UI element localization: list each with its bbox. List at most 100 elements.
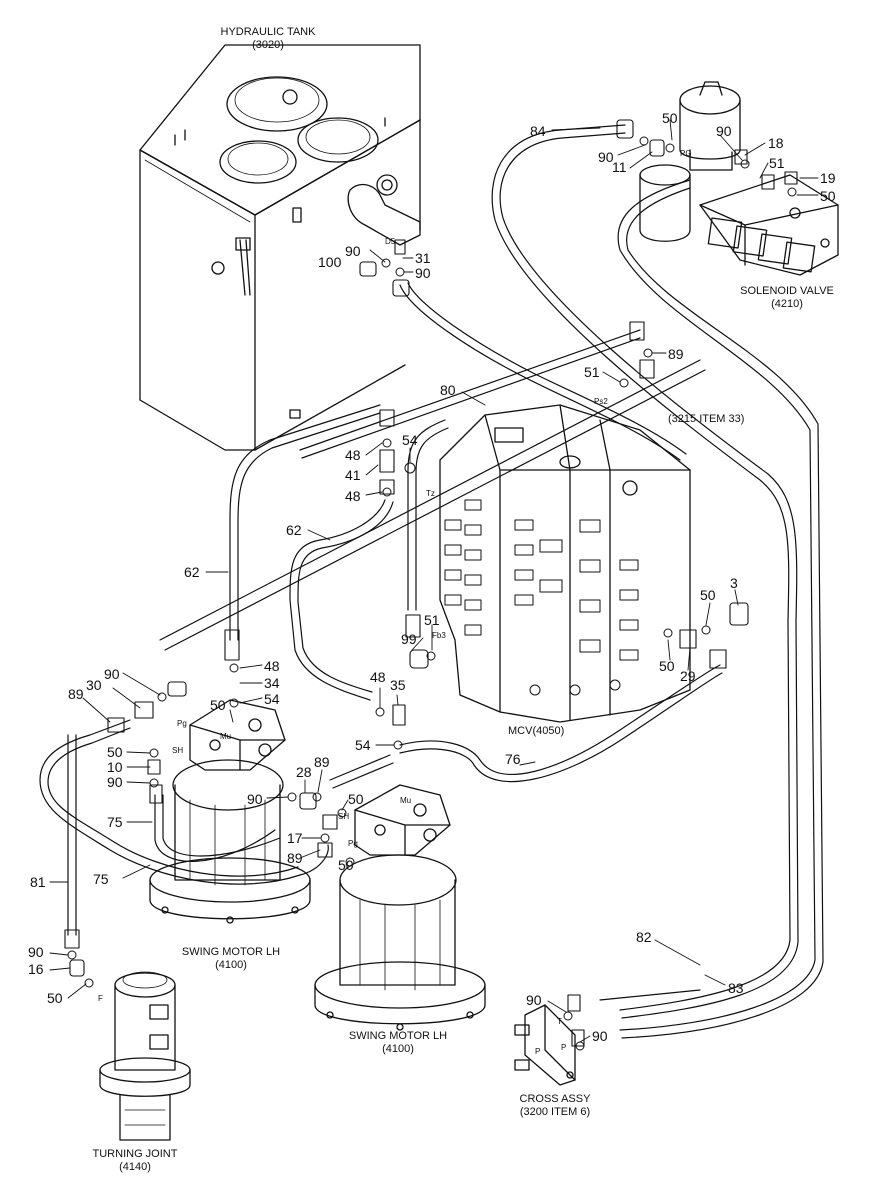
swing-motor-2-name: SWING MOTOR LH bbox=[348, 1030, 448, 1042]
swing-motor-2-label: SWING MOTOR LH (4100) bbox=[343, 1030, 453, 1056]
port-mark-p-2: P bbox=[535, 1047, 541, 1056]
callout-50: 50 bbox=[47, 990, 63, 1006]
callout-17: 17 bbox=[287, 830, 303, 846]
port-mark-mu-motor1: Mu bbox=[220, 732, 232, 741]
callout-89: 89 bbox=[68, 686, 84, 702]
callout-54: 54 bbox=[264, 691, 280, 707]
turning-joint-name: TURNING JOINT bbox=[92, 1148, 178, 1160]
callout-50: 50 bbox=[107, 744, 123, 760]
callout-99: 99 bbox=[401, 631, 417, 647]
port-mark-sh-motor2: SH bbox=[338, 812, 350, 821]
swing-motor-1-name: SWING MOTOR LH bbox=[181, 946, 281, 958]
callout-50: 50 bbox=[662, 110, 678, 126]
solenoid-valve-code: (4210) bbox=[771, 298, 803, 311]
hoses bbox=[39, 124, 824, 1039]
callout-31: 31 bbox=[415, 250, 431, 266]
o-rings bbox=[67, 136, 797, 1051]
swing-motor-1-code: (4100) bbox=[215, 959, 247, 972]
hydraulic-tank-name: HYDRAULIC TANK bbox=[220, 26, 316, 38]
callout-90: 90 bbox=[104, 666, 120, 682]
callout-89: 89 bbox=[287, 850, 303, 866]
callout-90: 90 bbox=[415, 265, 431, 281]
callout-28: 28 bbox=[296, 764, 312, 780]
port-mark-fb3: Fb3 bbox=[432, 631, 446, 640]
port-mark-pg-motor1: Pg bbox=[177, 719, 187, 728]
callout-62: 62 bbox=[184, 564, 200, 580]
callout-81: 81 bbox=[30, 874, 46, 890]
turning-joint-label: TURNING JOINT (4140) bbox=[80, 1148, 190, 1174]
callout-16: 16 bbox=[28, 961, 44, 977]
callout-75: 75 bbox=[93, 871, 109, 887]
port-mark-pg-motor2: Pg bbox=[348, 839, 358, 848]
callout-19: 19 bbox=[820, 170, 836, 186]
callout-10: 10 bbox=[107, 759, 123, 775]
callout-90: 90 bbox=[592, 1028, 608, 1044]
callout-90: 90 bbox=[598, 149, 614, 165]
callout-48: 48 bbox=[264, 658, 280, 674]
callout-11: 11 bbox=[612, 159, 627, 175]
hydraulic-tank-drawing bbox=[139, 44, 421, 451]
callout-51: 51 bbox=[769, 155, 785, 171]
port-mark-p: P bbox=[561, 1043, 567, 1052]
solenoid-valve-name: SOLENOID VALVE bbox=[740, 285, 834, 297]
callout-50: 50 bbox=[338, 857, 354, 873]
callout-76: 76 bbox=[505, 751, 521, 767]
callout-50: 50 bbox=[210, 697, 226, 713]
callout-54: 54 bbox=[355, 737, 371, 753]
callout-90: 90 bbox=[28, 944, 44, 960]
port-mark-tz: Tz bbox=[426, 489, 435, 498]
swing-motor-2-drawing bbox=[314, 784, 486, 1031]
port-mark-f: F bbox=[98, 994, 103, 1003]
turning-joint-drawing bbox=[99, 971, 191, 1141]
callout-48: 48 bbox=[345, 447, 361, 463]
port-mark-pg: PG bbox=[680, 149, 692, 158]
callout-18: 18 bbox=[768, 135, 784, 151]
cross-assy-drawing bbox=[514, 1004, 576, 1086]
callout-50: 50 bbox=[659, 658, 675, 674]
callout-41: 41 bbox=[345, 467, 361, 483]
solenoid-valve-drawing bbox=[639, 81, 839, 276]
callout-35: 35 bbox=[390, 677, 406, 693]
callout-90: 90 bbox=[107, 774, 123, 790]
item-3215-label: (3215 ITEM 33) bbox=[668, 413, 745, 425]
callout-30: 30 bbox=[86, 677, 102, 693]
swing-motor-1-label: SWING MOTOR LH (4100) bbox=[176, 946, 286, 972]
callout-83: 83 bbox=[728, 980, 744, 996]
callout-54: 54 bbox=[402, 432, 418, 448]
port-mark-d5: D5 bbox=[385, 237, 396, 246]
callout-62: 62 bbox=[286, 522, 302, 538]
callout-51: 51 bbox=[424, 612, 440, 628]
callout-3: 3 bbox=[730, 575, 738, 591]
callout-90: 90 bbox=[247, 791, 263, 807]
callout-89: 89 bbox=[668, 346, 684, 362]
cross-assy-name: CROSS ASSY bbox=[519, 1093, 591, 1105]
callout-100: 100 bbox=[318, 254, 342, 270]
port-mark-mu-motor2: Mu bbox=[400, 796, 412, 805]
swing-motor-2-code: (4100) bbox=[382, 1043, 414, 1056]
hydraulic-tank-label: HYDRAULIC TANK (3020) bbox=[213, 26, 323, 52]
callout-84: 84 bbox=[530, 123, 546, 139]
leader-lines bbox=[49, 119, 819, 1043]
callout-48: 48 bbox=[370, 669, 386, 685]
callout-50: 50 bbox=[700, 587, 716, 603]
solenoid-valve-label: SOLENOID VALVE (4210) bbox=[727, 285, 847, 311]
callout-48: 48 bbox=[345, 488, 361, 504]
cross-assy-code: (3200 ITEM 6) bbox=[519, 1106, 591, 1119]
port-mark-ps2: Ps2 bbox=[594, 397, 608, 406]
callout-82: 82 bbox=[636, 929, 652, 945]
fittings bbox=[64, 119, 798, 1047]
callout-80: 80 bbox=[440, 382, 456, 398]
turning-joint-code: (4140) bbox=[119, 1161, 151, 1174]
callout-89: 89 bbox=[314, 754, 330, 770]
callout-50: 50 bbox=[348, 791, 364, 807]
port-mark-t: T bbox=[557, 1017, 562, 1026]
callout-29: 29 bbox=[680, 668, 696, 684]
callout-90: 90 bbox=[526, 992, 542, 1008]
port-mark-sh-motor1: SH bbox=[172, 746, 184, 755]
callout-50: 50 bbox=[820, 188, 836, 204]
callout-90: 90 bbox=[345, 243, 361, 259]
callout-90: 90 bbox=[716, 123, 732, 139]
callout-34: 34 bbox=[264, 675, 280, 691]
